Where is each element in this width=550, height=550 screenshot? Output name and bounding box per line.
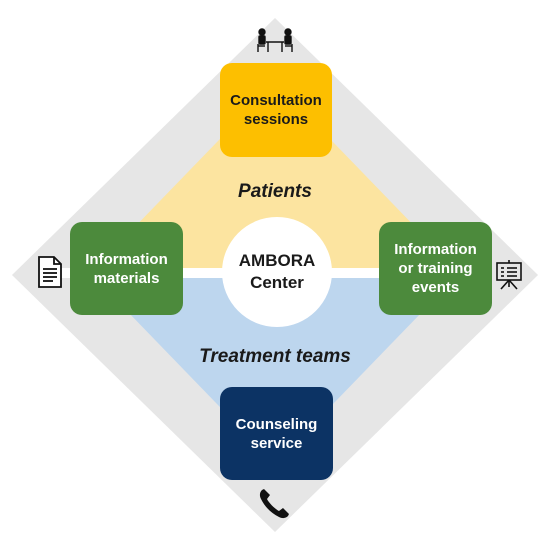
- consultation-sessions-box: Consultation sessions: [220, 63, 332, 157]
- treatment-teams-zone: [95, 278, 455, 436]
- counseling-service-label: Counseling service: [235, 415, 318, 452]
- information-materials-box: Information materials: [70, 222, 183, 315]
- treatment-teams-group-label: Treatment teams: [199, 346, 351, 367]
- information-training-events-box: Information or training events: [379, 222, 492, 315]
- patients-zone: [95, 110, 455, 268]
- information-training-events-label: Information or training events: [394, 241, 477, 296]
- information-materials-label: Information materials: [85, 250, 168, 287]
- consultation-sessions-label: Consultation sessions: [230, 92, 322, 128]
- presentation-board-icon: [496, 260, 522, 290]
- ambora-center-label: AMBORA Center: [225, 220, 329, 324]
- patients-group-label: Patients: [238, 181, 312, 202]
- consultation-meeting-icon: [257, 28, 293, 52]
- center-circle: [222, 217, 332, 327]
- counseling-service-box: Counseling service: [220, 387, 333, 480]
- telephone-icon: [259, 489, 289, 519]
- document-icon: [38, 256, 62, 288]
- ambora-center-text: AMBORA Center: [238, 251, 316, 292]
